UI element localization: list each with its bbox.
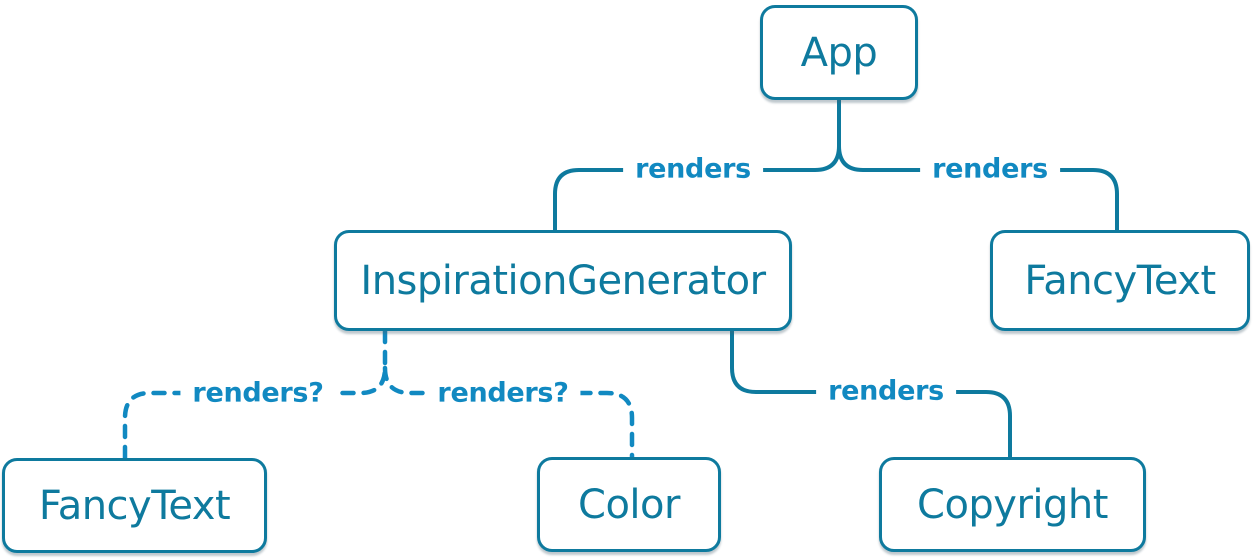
node-color: Color <box>537 457 721 552</box>
edge-app-fancytext <box>837 144 1119 233</box>
edge-inspirationgenerator-color-conditional <box>382 365 635 461</box>
node-app: App <box>760 5 918 100</box>
node-fancytext-bottom: FancyText <box>2 458 267 553</box>
edge-label-renders-left: renders <box>623 153 763 185</box>
node-fancytext-top-label: FancyText <box>1024 257 1216 304</box>
edge-label-renders-conditional-right: renders? <box>425 377 581 409</box>
node-fancytext-top: FancyText <box>990 230 1250 331</box>
node-app-label: App <box>800 29 878 76</box>
node-copyright-label: Copyright <box>917 481 1108 528</box>
edge-label-renders-conditional-left: renders? <box>180 377 336 409</box>
node-fancytext-bottom-label: FancyText <box>38 482 231 529</box>
edge-label-renders-copyright: renders <box>816 375 956 407</box>
edge-inspirationgenerator-fancytext-conditional <box>122 328 388 462</box>
node-inspiration-generator-label: InspirationGenerator <box>360 257 766 304</box>
edge-label-renders-right: renders <box>920 153 1060 185</box>
node-copyright: Copyright <box>879 457 1146 552</box>
node-color-label: Color <box>578 481 680 528</box>
node-inspiration-generator: InspirationGenerator <box>334 230 792 331</box>
